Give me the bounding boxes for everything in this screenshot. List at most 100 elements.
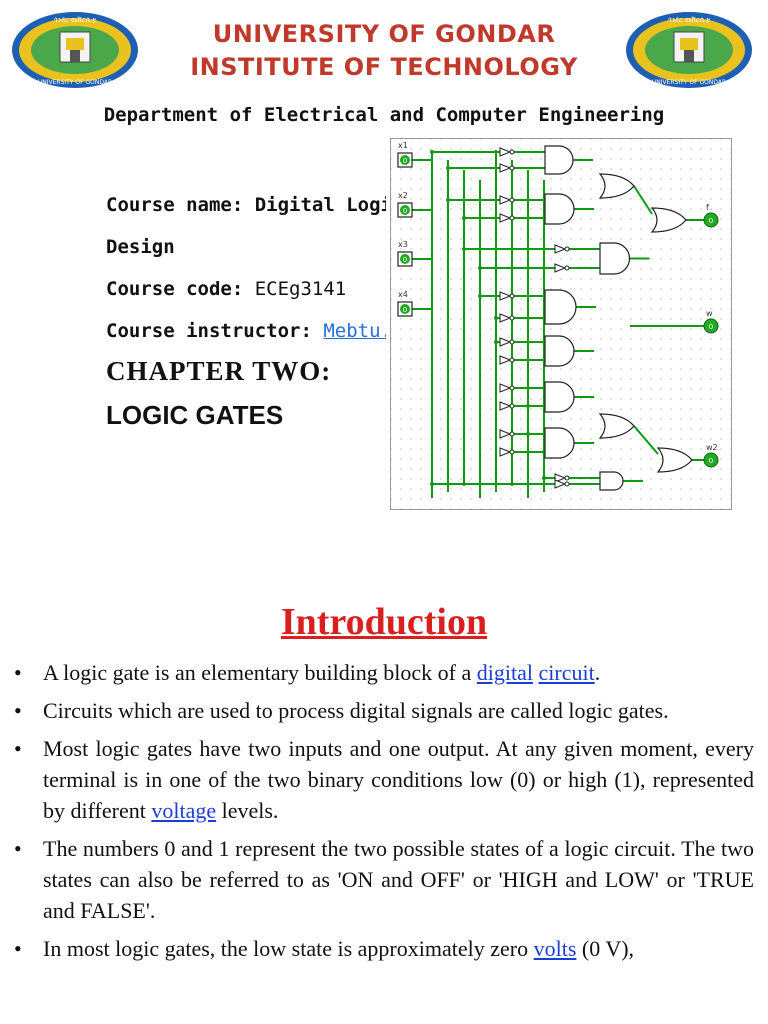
input-led: [400, 155, 410, 165]
not-gate: [554, 263, 567, 273]
logo-text-bottom: UNIVERSITY OF GONDAR: [652, 79, 726, 86]
output-led: [703, 212, 719, 228]
output-led: [703, 318, 719, 334]
junction-node: [462, 247, 466, 251]
and-gate: [599, 471, 624, 491]
not-gate-bubble: [509, 449, 515, 455]
not-gate-bubble: [509, 403, 515, 409]
junction-node: [478, 294, 482, 298]
input-led: [400, 304, 410, 314]
course-code-line: Course code: ECEg3141: [106, 268, 386, 310]
and-gate: [599, 242, 631, 275]
output-label: w2: [706, 443, 718, 452]
input-value: 0: [403, 207, 407, 215]
course-code-value: ECEg3141: [254, 278, 347, 300]
institute-name: INSTITUTE OF TECHNOLOGY: [190, 53, 578, 81]
input-label: x3: [398, 240, 408, 249]
not-gate-bubble: [564, 246, 570, 252]
not-gate: [499, 429, 512, 439]
not-gate-bubble: [509, 357, 515, 363]
junction-node: [462, 216, 466, 220]
course-instructor-line: Course instructor: Mebtu.F: [106, 310, 386, 352]
digital-link[interactable]: digital: [476, 660, 533, 685]
course-name-continuation: Design: [106, 236, 175, 258]
not-gate: [499, 337, 512, 347]
bullet-item: Most logic gates have two inputs and one…: [12, 733, 754, 826]
not-gate: [499, 195, 512, 205]
chapter-subtitle: LOGIC GATES: [106, 400, 284, 430]
course-instructor-label: Course instructor:: [106, 320, 312, 342]
junction-node: [446, 198, 450, 202]
not-gate: [554, 244, 567, 254]
input-led: [400, 205, 410, 215]
wire: [633, 425, 659, 455]
or-gate: [656, 447, 693, 473]
not-gate: [499, 401, 512, 411]
output-label: w: [706, 309, 713, 318]
and-gate: [544, 145, 574, 175]
junction-node: [430, 482, 434, 486]
input-value: 0: [403, 256, 407, 264]
not-gate: [499, 163, 512, 173]
not-gate-bubble: [564, 481, 570, 487]
output-value: 0: [709, 457, 713, 465]
not-gate-bubble: [509, 339, 515, 345]
not-gate-bubble: [509, 165, 515, 171]
not-gate-bubble: [509, 315, 515, 321]
not-gate-bubble: [509, 431, 515, 437]
university-name: UNIVERSITY OF GONDAR: [212, 20, 556, 48]
junction-node: [494, 340, 498, 344]
output-led: [703, 452, 719, 468]
logo-text-top: ጎንደር ዩኒቨርሲቲ: [668, 16, 710, 24]
input-label: x2: [398, 191, 408, 200]
output-value: 0: [709, 217, 713, 225]
course-info: Course name: Digital Logic Design Course…: [106, 184, 386, 352]
course-code-label: Course code:: [106, 278, 244, 300]
not-gate-bubble: [509, 197, 515, 203]
not-gate-bubble: [564, 265, 570, 271]
input-label: x1: [398, 141, 408, 150]
and-gate: [544, 335, 575, 367]
not-gate-bubble: [509, 293, 515, 299]
or-gate: [598, 413, 635, 439]
voltage-link[interactable]: voltage: [151, 798, 217, 823]
or-gate: [598, 173, 635, 199]
not-gate-bubble: [564, 475, 570, 481]
junction-node: [542, 476, 546, 480]
not-gate: [554, 479, 567, 489]
bullet-item: The numbers 0 and 1 represent the two po…: [12, 833, 754, 926]
not-gate: [499, 313, 512, 323]
and-gate: [544, 193, 575, 225]
logo-text-top: ጎንደር ዩኒቨርሲቲ: [54, 16, 96, 24]
and-gate: [544, 289, 577, 325]
input-value: 0: [403, 306, 407, 314]
introduction-bullets: A logic gate is an elementary building b…: [12, 657, 754, 971]
circuit-link[interactable]: circuit: [538, 660, 595, 685]
wire: [633, 185, 653, 215]
bullet-item: In most logic gates, the low state is ap…: [12, 933, 754, 964]
and-gate: [544, 381, 575, 413]
department-name: Department of Electrical and Computer En…: [103, 104, 665, 126]
input-label: x4: [398, 290, 408, 299]
instructor-link[interactable]: Mebtu.F: [323, 320, 386, 342]
not-gate: [499, 291, 512, 301]
output-label: f: [706, 203, 709, 212]
logo-text-bottom: UNIVERSITY OF GONDAR: [38, 79, 112, 86]
university-logo-right: ጎንደር ዩኒቨርሲቲ UNIVERSITY OF GONDAR: [626, 12, 752, 88]
junction-node: [494, 316, 498, 320]
course-name-line: Course name: Digital Logic: [106, 194, 386, 216]
not-gate: [499, 447, 512, 457]
not-gate: [499, 383, 512, 393]
chapter-title: CHAPTER TWO:: [106, 356, 332, 386]
or-gate: [650, 207, 687, 233]
output-value: 0: [709, 323, 713, 331]
not-gate-bubble: [509, 215, 515, 221]
volts-link[interactable]: volts: [533, 936, 577, 961]
not-gate: [499, 147, 512, 157]
input-led: [400, 254, 410, 264]
and-gate: [544, 427, 575, 459]
introduction-heading: Introduction: [280, 601, 488, 643]
junction-node: [478, 266, 482, 270]
not-gate: [554, 473, 567, 483]
